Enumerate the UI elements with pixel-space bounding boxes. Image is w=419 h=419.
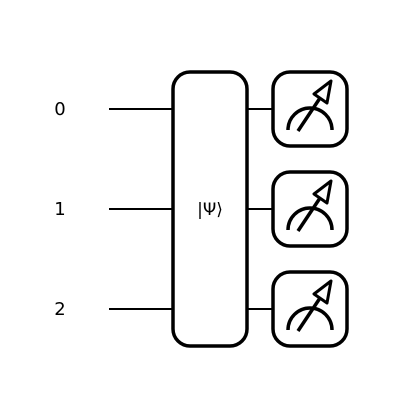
measurement-gate-0 [271,70,349,148]
qubit-label-2: 2 [54,299,65,320]
measurement-meter-icon [286,79,334,132]
measurement-meter-icon [286,179,334,232]
state-prep-label: |Ψ⟩ [197,200,223,220]
measurement-gate-1 [271,170,349,248]
state-prep-gate: |Ψ⟩ [171,70,249,348]
measurement-gate-2 [271,270,349,348]
qubit-label-0: 0 [54,99,65,120]
qubit-label-1: 1 [54,199,65,220]
measurement-meter-icon [286,279,334,332]
